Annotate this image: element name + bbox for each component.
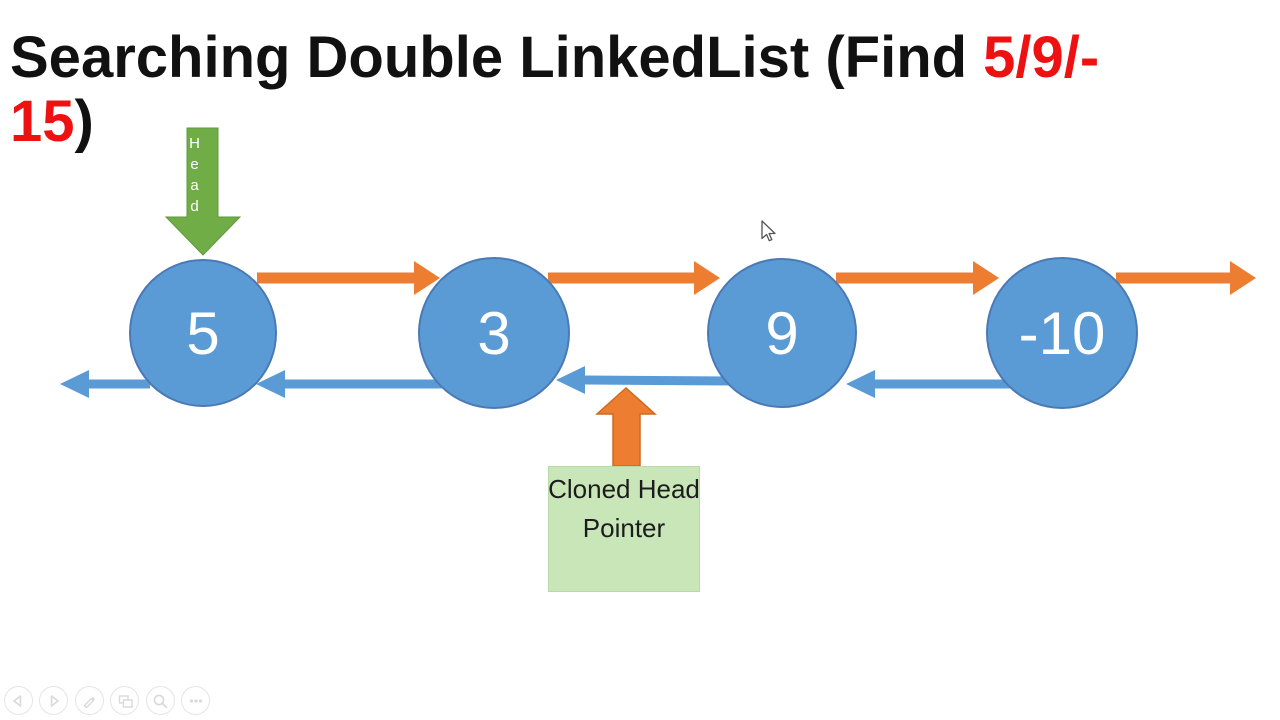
zoom-slide-button[interactable] xyxy=(145,686,175,715)
see-all-slides-button[interactable] xyxy=(110,686,139,715)
backward-link-arrow-icon xyxy=(846,370,1011,398)
slide-title: Searching Double LinkedList (Find 5/9/- … xyxy=(10,26,1230,154)
slide-title-line1: Searching Double LinkedList (Find 5/9/- xyxy=(10,26,1230,90)
magnifier-icon xyxy=(147,688,173,714)
backward-link-arrow-icon xyxy=(556,366,731,394)
head-arrow-icon xyxy=(164,127,242,256)
ellipsis-icon xyxy=(183,688,209,714)
forward-link-arrow-icon xyxy=(1116,261,1256,295)
pen-icon xyxy=(76,688,102,714)
title-text-red2: 15 xyxy=(10,89,75,154)
forward-links xyxy=(257,261,1256,295)
title-text-black: Searching Double LinkedList (Find xyxy=(10,25,984,90)
backward-link-arrow-icon xyxy=(256,370,442,398)
linked-list-nodes: 5 3 9 -10 xyxy=(129,257,1138,409)
mouse-cursor-icon xyxy=(761,220,776,242)
backward-links xyxy=(60,366,1011,398)
slide-title-line2: 15) xyxy=(10,90,1230,154)
triangle-right-icon xyxy=(41,688,67,714)
node-circle xyxy=(986,257,1138,409)
forward-link-arrow-icon xyxy=(257,261,440,295)
triangle-left-icon xyxy=(5,688,31,714)
cloned-head-arrow-icon xyxy=(595,386,657,467)
node-value: 5 xyxy=(186,300,219,367)
cloned-head-pointer-box xyxy=(548,466,700,592)
title-text-black2: ) xyxy=(74,89,94,154)
cloned-head-pointer-label: Cloned Head Pointer xyxy=(548,474,700,543)
title-text-red: 5/9/- xyxy=(983,25,1100,90)
node-circle xyxy=(418,257,570,409)
forward-link-arrow-icon xyxy=(836,261,999,295)
node-value: 9 xyxy=(765,300,798,367)
slides-grid-icon xyxy=(112,688,138,714)
more-options-button[interactable] xyxy=(181,686,210,715)
previous-slide-button[interactable] xyxy=(3,686,33,715)
node-value: -10 xyxy=(1019,300,1106,367)
node-value: 3 xyxy=(477,300,510,367)
forward-link-arrow-icon xyxy=(548,261,720,295)
head-pointer-label: Head xyxy=(186,135,203,219)
pen-tools-button[interactable] xyxy=(74,686,104,715)
node-circle xyxy=(129,259,277,407)
next-slide-button[interactable] xyxy=(39,686,68,715)
node-circle xyxy=(707,258,857,408)
backward-link-arrow-icon xyxy=(60,370,150,398)
